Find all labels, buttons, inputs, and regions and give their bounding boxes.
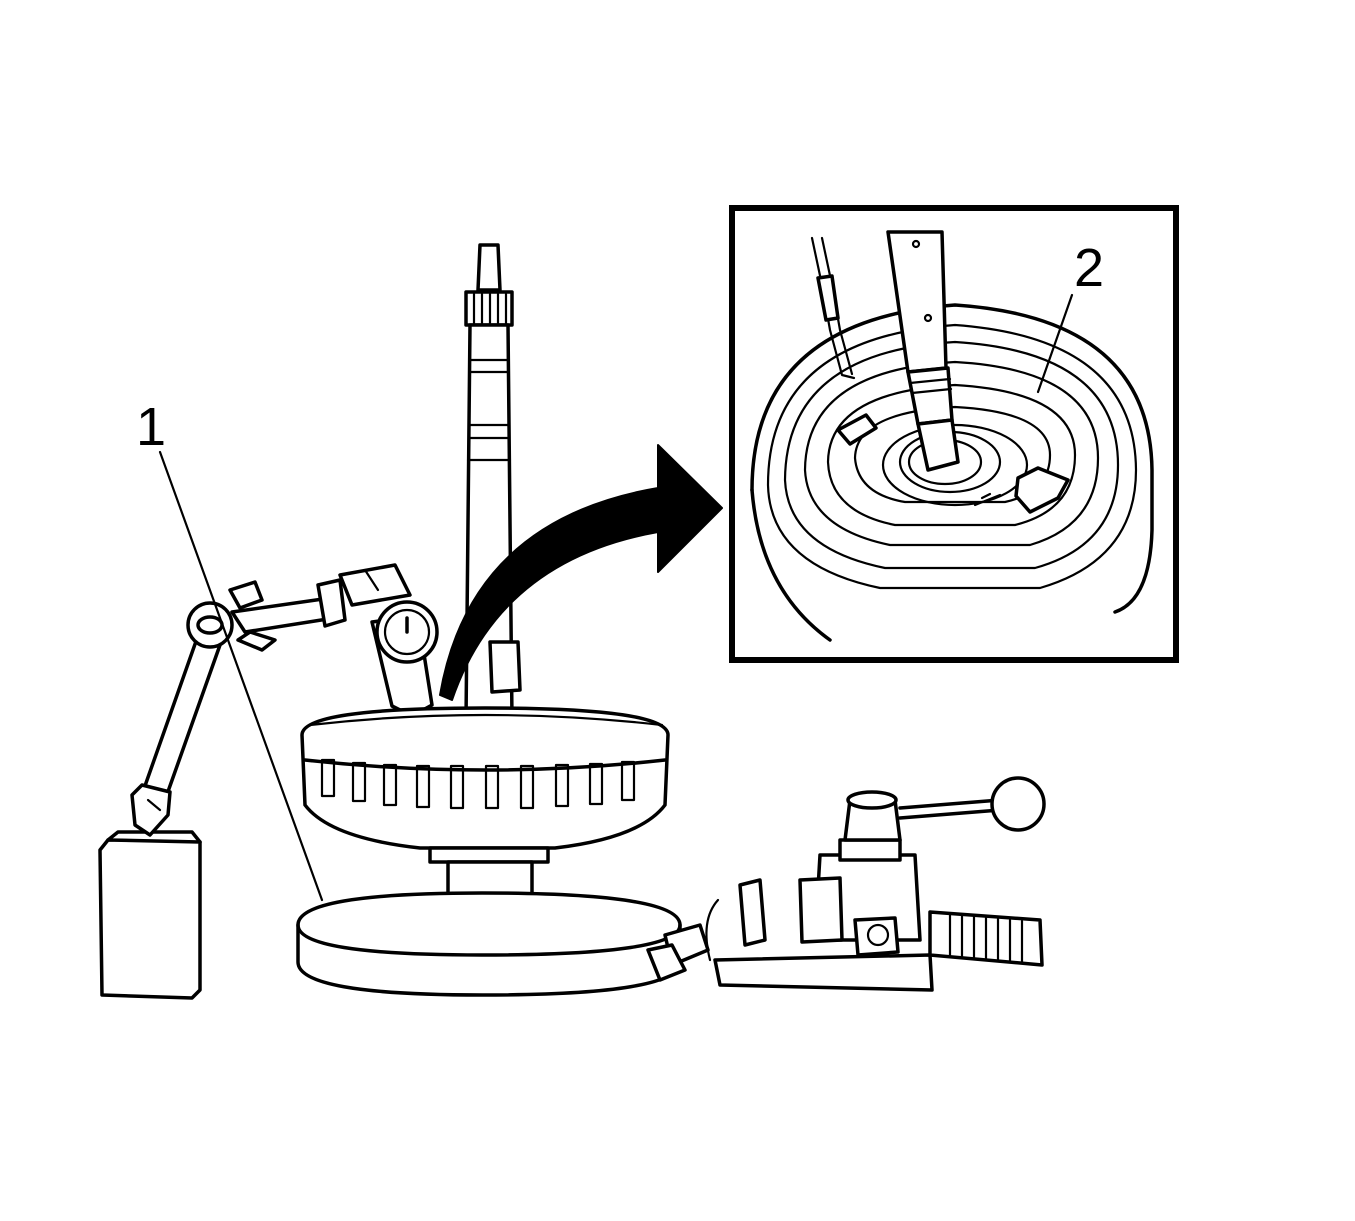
callout-number-2: 2 [1074, 238, 1104, 298]
dial-indicator [370, 600, 439, 724]
callout-leader-1 [158, 450, 324, 902]
callout-number-1: 1 [136, 397, 166, 457]
articulating-arm [130, 563, 412, 837]
detail-arrow [439, 444, 723, 701]
hydraulic-pump [646, 776, 1046, 992]
housing-window-slots [320, 758, 636, 810]
inset-contents [750, 230, 1154, 642]
detail-inset [729, 205, 1179, 663]
holding-fixture [296, 846, 682, 997]
callout-leader-2 [1036, 293, 1074, 394]
gear-housing [300, 706, 670, 850]
magnetic-base [98, 830, 202, 1000]
